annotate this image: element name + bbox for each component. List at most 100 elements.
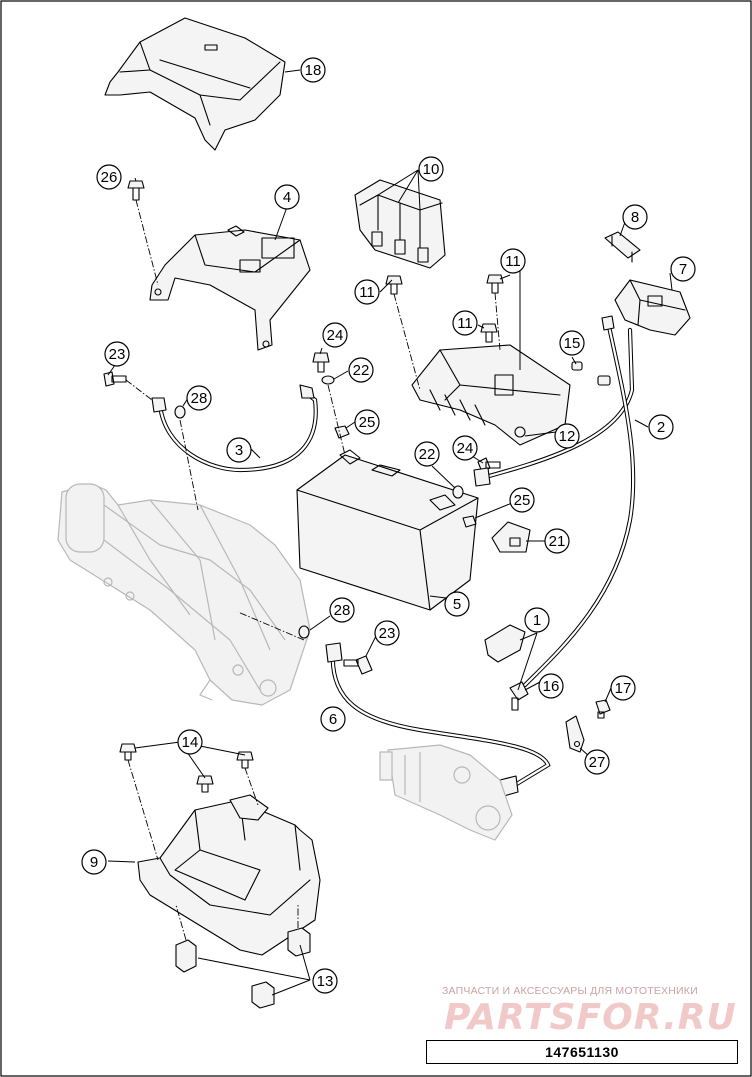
screw: [480, 323, 498, 343]
callout-battery: 5: [444, 591, 470, 617]
document-number: 147651130: [545, 1044, 619, 1060]
callout-circle: [186, 385, 212, 411]
callout-circle: [81, 849, 107, 875]
motorcycle-frame: [57, 483, 311, 706]
callout-circle: [96, 164, 122, 190]
callout-screw: 14: [177, 729, 203, 755]
screw: [312, 352, 330, 373]
callout-relay-block: 10: [418, 156, 444, 182]
callout-number: 25: [359, 414, 376, 431]
screw: [127, 180, 159, 286]
callout-cable: 2: [648, 414, 674, 440]
callout-washer: 22: [414, 441, 440, 467]
callout-circle: [414, 441, 440, 467]
callout-number: 7: [679, 261, 687, 278]
callout-number: 11: [505, 253, 521, 270]
callout-number: 27: [589, 754, 606, 771]
cap: [509, 681, 529, 711]
battery: [296, 449, 479, 611]
screw: [196, 775, 214, 793]
callout-circle: [538, 673, 564, 699]
callout-circle: [320, 706, 346, 732]
washer: [452, 485, 464, 499]
callout-screw: 11: [354, 279, 380, 305]
callout-screw: 11: [452, 310, 478, 336]
wiring-harness-cover: [104, 17, 286, 151]
callout-wiring-harness-cover: 18: [300, 57, 326, 83]
callout-number: 5: [453, 596, 461, 613]
callout-number: 22: [419, 446, 436, 463]
screw: [385, 275, 421, 391]
callout-circle: [104, 341, 130, 367]
bracket: [149, 225, 311, 351]
callout-nut: 25: [354, 409, 380, 435]
callout-number: 11: [359, 284, 375, 301]
screw: [595, 699, 611, 719]
callout-number: 1: [533, 612, 541, 629]
callout-bracket: 4: [274, 184, 300, 210]
callout-circle: [452, 310, 478, 336]
callout-circle: [544, 528, 570, 554]
callout-circle: [524, 607, 550, 633]
callout-number: 21: [549, 533, 566, 550]
callout-number: 13: [317, 973, 334, 990]
callout-number: 16: [543, 678, 560, 695]
callout-number: 23: [379, 625, 396, 642]
starter-motor: [379, 744, 513, 841]
callout-circle: [312, 968, 338, 994]
callout-rubber-damper: 13: [312, 968, 338, 994]
callout-number: 4: [283, 189, 291, 206]
callout-number: 12: [559, 428, 576, 445]
callout-number: 2: [657, 419, 665, 436]
relay-block: [354, 179, 446, 269]
callout-screw: 11: [500, 248, 526, 274]
callout-screw: 23: [104, 341, 130, 367]
callout-washer: 28: [329, 597, 355, 623]
callout-clamp: 27: [584, 749, 610, 775]
callout-number: 17: [615, 680, 632, 697]
callout-number: 22: [353, 362, 370, 379]
callout-circle: [648, 414, 674, 440]
callout-washer: 28: [186, 385, 212, 411]
leader-lines: [107, 69, 673, 996]
callout-circle: [374, 620, 400, 646]
callout-circle: [554, 423, 580, 449]
callout-cable: 12: [554, 423, 580, 449]
cable: [522, 315, 636, 688]
callout-battery-holder: 9: [81, 849, 107, 875]
terminal-cover: [491, 521, 531, 553]
screw: [103, 371, 153, 401]
callout-screw: 24: [452, 435, 478, 461]
callout-number: 14: [182, 734, 199, 751]
callout-circle: [622, 204, 648, 230]
callout-circle: [354, 409, 380, 435]
callout-number: 15: [564, 335, 581, 352]
nut: [327, 384, 350, 456]
callout-number: 3: [235, 442, 243, 459]
watermark-logo: PARTSFOR.RU: [444, 997, 737, 1038]
washer: [174, 405, 199, 511]
callout-number: 25: [514, 492, 531, 509]
callout-starter-cable: 6: [320, 706, 346, 732]
screw: [486, 274, 504, 351]
callout-screw: 17: [610, 675, 636, 701]
callout-terminal-cover: 21: [544, 528, 570, 554]
callout-circle: [300, 57, 326, 83]
callout-number: 18: [305, 62, 322, 79]
callout-cap: 16: [538, 673, 564, 699]
screw: [343, 655, 373, 675]
callout-number: 9: [90, 854, 98, 871]
callout-number: 11: [457, 315, 473, 332]
callout-fuse-holder: 15: [559, 330, 585, 356]
callout-number: 8: [631, 209, 639, 226]
fuse: [604, 231, 641, 263]
callout-circle: [584, 749, 610, 775]
callout-number: 28: [334, 602, 351, 619]
ground-cable: [151, 384, 318, 473]
cable: [484, 624, 526, 663]
clamp: [565, 715, 585, 753]
fuse-holder: [571, 361, 611, 386]
starter-relay: [614, 279, 691, 336]
callout-circle: [322, 322, 348, 348]
